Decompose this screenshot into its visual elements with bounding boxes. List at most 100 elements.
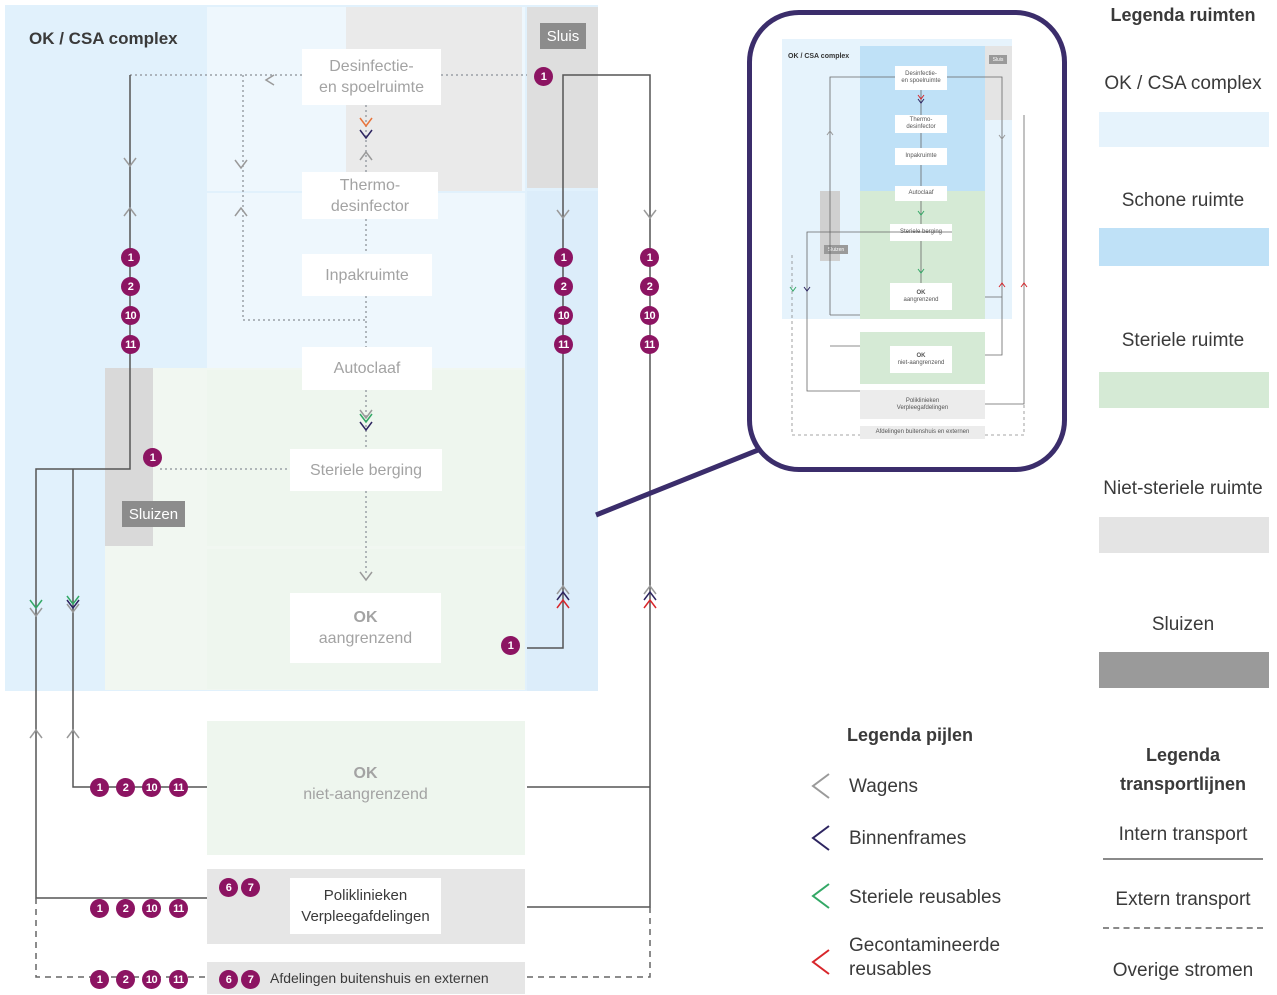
- chevron-down-icon: [917, 94, 925, 100]
- badge-1: 1: [640, 248, 659, 267]
- inset-desinfectie: Desinfectie- en spoelruimte: [895, 66, 947, 90]
- chevron-left-icon: [811, 825, 830, 851]
- desinfectie-line1: Desinfectie-: [329, 58, 414, 75]
- badge-11: 11: [169, 899, 188, 918]
- chevron-down-icon: [556, 209, 570, 220]
- chevron-down-icon: [66, 595, 80, 606]
- chevron-down-icon: [234, 159, 248, 170]
- ok-aangrenzend-line1: OK: [353, 609, 378, 626]
- desinfectie-line2: en spoelruimte: [319, 79, 424, 96]
- line-external-right: [527, 907, 651, 978]
- legend-arrow-label: Wagens: [849, 776, 918, 797]
- legend-arrow-label: Steriele reusables: [849, 887, 1002, 908]
- badge-1: 1: [90, 970, 109, 989]
- inset-poliklinieken-l2: Verpleegafdelingen: [896, 404, 949, 411]
- chevron-down-icon: [359, 409, 373, 420]
- poliklinieken-line1: Poliklinieken: [323, 887, 408, 904]
- autoclaaf-room: Autoclaaf: [302, 347, 432, 390]
- inset-ok-niet-l1: OK: [916, 352, 926, 359]
- badge-1: 1: [143, 448, 162, 467]
- inset-ok-niet-l2: niet-aangrenzend: [897, 359, 945, 366]
- legend-arrow-label: Binnenframes: [849, 828, 967, 849]
- chevron-down-icon: [917, 98, 925, 104]
- inset-desinfectie-l2: en spoelruimte: [901, 78, 941, 84]
- badge-1: 1: [121, 248, 140, 267]
- legend-lines-title: Legenda transportlijnen: [1093, 741, 1273, 799]
- chevron-down-icon: [789, 286, 797, 292]
- legend-lines-title-l2: transportlijnen: [1119, 774, 1246, 794]
- chevron-up-icon: [643, 590, 657, 601]
- badge-10: 10: [121, 306, 140, 325]
- legend-room-swatch: [1099, 372, 1269, 408]
- ok-aangrenzend-line2: aangrenzend: [318, 630, 413, 647]
- thermo-line1: Thermo-: [339, 176, 401, 194]
- chevron-up-icon: [359, 150, 373, 161]
- chevron-down-icon: [643, 209, 657, 220]
- ok-aangrenzend-room: OK aangrenzend: [290, 593, 441, 663]
- legend-room-swatch: [1099, 112, 1269, 147]
- inset-complex-title: OK / CSA complex: [788, 53, 850, 60]
- thermo-room: Thermo- desinfector: [302, 172, 438, 219]
- steriele-berging-room: Steriele berging: [290, 449, 442, 491]
- chevron-left-icon: [264, 74, 275, 86]
- legend-arrow-icons: [811, 773, 830, 975]
- chevron-up-icon: [29, 728, 43, 739]
- inset-frame: OK / CSA complex Sluis Sluizen Desinfect…: [747, 10, 1067, 472]
- legend-lines-title-l1: Legenda: [1145, 745, 1220, 765]
- desinfectie-room: Desinfectie- en spoelruimte: [302, 49, 441, 105]
- inset-ok-aangrenzend-l1: OK: [916, 289, 926, 296]
- chevron-down-icon: [66, 599, 80, 610]
- legend-room-label: Niet-steriele ruimte: [1103, 478, 1263, 499]
- line-left-inner: [72, 469, 207, 788]
- sluis-tag: Sluis: [540, 23, 586, 49]
- legend-room-label: Schone ruimte: [1121, 190, 1245, 211]
- inset-thermo-l2: desinfector: [906, 124, 936, 130]
- intern-transport-swatch: [1103, 858, 1263, 860]
- chevron-down-icon: [998, 134, 1006, 140]
- inset-poliklinieken-l1: Poliklinieken: [905, 397, 940, 404]
- chevron-down-icon: [123, 157, 137, 168]
- chevron-left-icon: [811, 883, 830, 909]
- legend-arrows-title: Legenda pijlen: [846, 725, 974, 745]
- chevron-down-icon: [29, 599, 43, 610]
- line-right-inner: [527, 74, 599, 649]
- legend-line-label: Extern transport: [1115, 889, 1251, 910]
- badge-10: 10: [142, 899, 161, 918]
- inset-ok-aangrenzend-l2: aangrenzend: [903, 296, 939, 303]
- chevron-down-icon: [359, 421, 373, 432]
- legend-room-swatch: [1099, 228, 1269, 266]
- chevron-down-icon: [917, 268, 925, 274]
- badge-11: 11: [121, 335, 140, 354]
- chevron-up-icon: [556, 590, 570, 601]
- inset-sluis-tag: Sluis: [989, 55, 1007, 64]
- sluizen-tag: Sluizen: [122, 501, 185, 527]
- ok-niet-room: OK niet-aangrenzend: [290, 748, 441, 820]
- chevron-down-icon: [359, 129, 373, 140]
- chevron-down-icon: [66, 603, 80, 614]
- legend-room-swatch: [1099, 652, 1269, 688]
- chevron-up-icon: [234, 206, 248, 217]
- chevron-up-icon: [123, 206, 137, 217]
- badge-7: 7: [241, 878, 260, 897]
- badge-2: 2: [116, 778, 135, 797]
- afdelingen-area: [207, 962, 525, 994]
- chevron-up-icon: [998, 282, 1006, 288]
- chevron-down-icon: [917, 210, 925, 216]
- chevron-up-icon: [1020, 282, 1028, 288]
- badge-1: 1: [534, 67, 553, 86]
- legend-room-swatch: [1099, 517, 1269, 553]
- inset-lines: [789, 76, 1028, 436]
- badge-1: 1: [554, 248, 573, 267]
- badge-1: 1: [501, 636, 520, 655]
- inset-autoclaaf: Autoclaaf: [895, 186, 947, 201]
- legend-room-label: Sluizen: [1151, 614, 1215, 635]
- chevron-down-icon: [359, 117, 373, 128]
- badge-11: 11: [169, 970, 188, 989]
- extern-transport-swatch: [1103, 927, 1263, 929]
- chevron-up-icon: [643, 598, 657, 609]
- chevron-up-icon: [556, 598, 570, 609]
- chevron-down-icon: [29, 607, 43, 618]
- badge-2: 2: [116, 970, 135, 989]
- badge-1: 1: [90, 778, 109, 797]
- inset-afdelingen: Afdelingen buitenshuis en externen: [860, 426, 985, 439]
